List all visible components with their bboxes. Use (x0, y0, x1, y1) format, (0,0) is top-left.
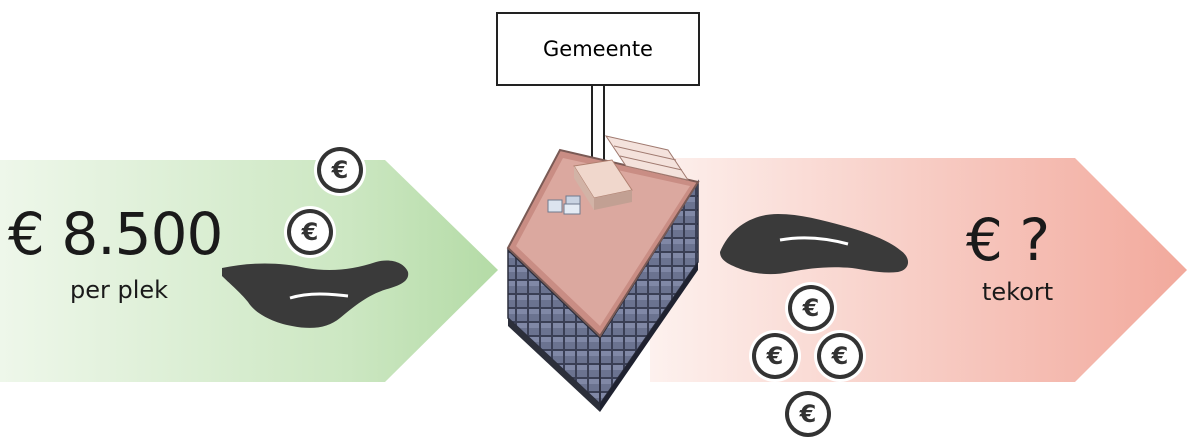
euro-coin-symbol: € (331, 156, 349, 184)
euro-coin-icon: € (749, 330, 801, 382)
income-unit: per plek (70, 276, 169, 304)
sign-post (591, 81, 605, 167)
building-illustration (506, 135, 700, 412)
sign-box: Gemeente (496, 12, 700, 86)
euro-coin-symbol: € (802, 294, 820, 322)
euro-coin-icon: € (814, 330, 866, 382)
giving-hand-icon (222, 260, 409, 328)
euro-coin-icon: € (284, 206, 336, 258)
sign-label: Gemeente (543, 37, 653, 61)
euro-coin-symbol: € (831, 342, 849, 370)
euro-coin-symbol: € (799, 400, 817, 428)
euro-coin-icon: € (314, 144, 366, 196)
euro-coin-icon: € (782, 388, 834, 440)
deficit-arrow (650, 158, 1187, 382)
euro-coin-icon: € (785, 282, 837, 334)
deficit-amount: € ? (966, 206, 1050, 274)
taking-hand-icon (720, 214, 909, 275)
income-amount: € 8.500 (8, 200, 223, 268)
deficit-unit: tekort (982, 278, 1054, 306)
euro-coin-symbol: € (301, 218, 319, 246)
euro-coin-symbol: € (766, 342, 784, 370)
